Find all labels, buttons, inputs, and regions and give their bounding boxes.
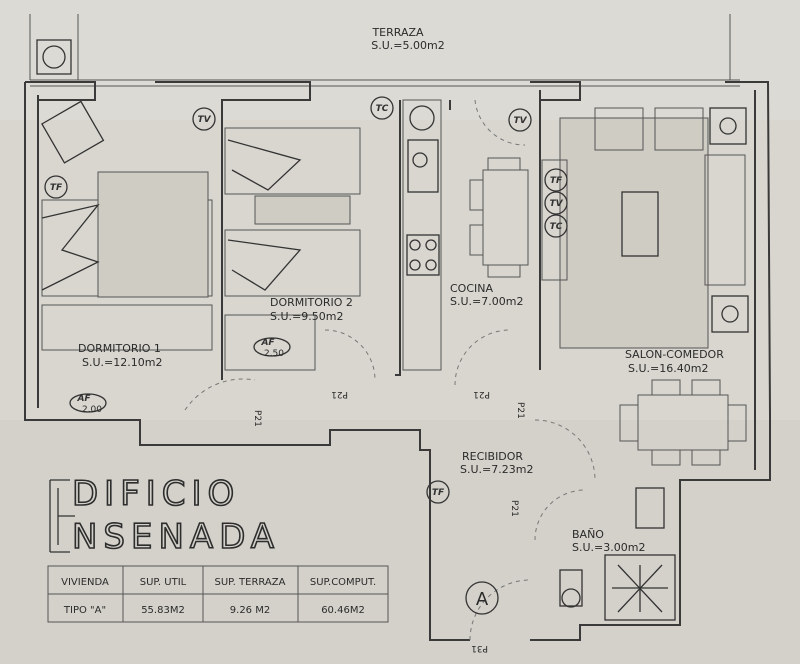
- tv-cabinet: [541, 159, 568, 281]
- armchair: [41, 100, 105, 164]
- tv-outlet-icon: TV: [192, 107, 216, 131]
- bano-label: BAÑO: [572, 528, 604, 541]
- door-code: P21: [252, 410, 262, 427]
- wardrobe-1: [41, 304, 213, 351]
- shower: [604, 554, 676, 621]
- svg-text:AF: AF: [260, 338, 275, 348]
- wardrobe-af2: AF 2.50: [253, 337, 291, 359]
- table-cell: 60.46M2: [321, 605, 365, 616]
- entry-door-code: P31: [471, 643, 488, 653]
- recibidor-area: S.U.=7.23m2: [460, 463, 533, 476]
- dormitorio1-label: DORMITORIO 1: [78, 342, 161, 355]
- kitchen-counter: [402, 99, 442, 371]
- twin-beds: [224, 127, 361, 297]
- svg-text:TC: TC: [550, 222, 563, 232]
- toilet: [559, 569, 583, 607]
- tv-outlet-icon: TV: [508, 108, 532, 132]
- wardrobe-2: [224, 314, 316, 371]
- entry-marker: A: [465, 581, 499, 615]
- table-header: SUP.COMPUT.: [310, 577, 376, 588]
- washbasin: [635, 487, 665, 529]
- dining-table: [619, 379, 747, 466]
- tf-outlet-icon: TF: [426, 480, 450, 504]
- building-title: DIFICIO NSENADA: [49, 473, 280, 558]
- surface-table: VIVIENDA SUP. UTIL SUP. TERRAZA SUP.COMP…: [47, 565, 389, 623]
- kitchen-table: [469, 157, 529, 278]
- door-swings: [184, 99, 596, 641]
- svg-text:A: A: [476, 589, 489, 610]
- terraza-label: TERRAZA: [371, 26, 424, 39]
- tf-outlet-icon: TF: [544, 168, 568, 192]
- cocina-area: S.U.=7.00m2: [450, 295, 523, 308]
- svg-text:2.00: 2.00: [82, 405, 102, 415]
- door-code: P21: [473, 389, 490, 399]
- svg-text:TV: TV: [197, 115, 211, 125]
- svg-text:TF: TF: [550, 176, 563, 186]
- dormitorio2-area: S.U.=9.50m2: [270, 310, 343, 323]
- terraza-area: S.U.=5.00m2: [371, 39, 444, 52]
- salon-area: S.U.=16.40m2: [628, 362, 708, 375]
- outdoor-ac-unit: [36, 39, 72, 75]
- table-cell: 9.26 M2: [230, 605, 270, 616]
- door-code: P21: [331, 389, 348, 399]
- paper-shade-bottom: [0, 420, 800, 664]
- svg-text:TV: TV: [513, 116, 527, 126]
- svg-text:TF: TF: [432, 488, 445, 498]
- svg-text:TV: TV: [549, 199, 563, 209]
- building-title-line2: NSENADA: [72, 517, 280, 557]
- table-header: VIVIENDA: [61, 577, 109, 588]
- table-header: SUP. TERRAZA: [215, 577, 286, 588]
- tc-outlet-icon: TC: [370, 96, 394, 120]
- tv-outlet-icon: TV: [544, 191, 568, 215]
- salon-label: SALON-COMEDOR: [625, 348, 724, 361]
- sofa: [594, 107, 749, 333]
- bano-area: S.U.=3.00m2: [572, 541, 645, 554]
- bed-double: [41, 171, 213, 298]
- svg-text:AF: AF: [76, 394, 91, 404]
- door-code: P21: [515, 402, 525, 419]
- dormitorio2-label: DORMITORIO 2: [270, 296, 353, 309]
- terrace: [29, 14, 740, 87]
- bathroom-fixtures: [559, 487, 676, 621]
- wardrobe-af1: AF 2.00: [69, 393, 107, 415]
- tf-outlet-icon: TF: [44, 175, 68, 199]
- table-header: SUP. UTIL: [140, 577, 187, 588]
- exterior-walls: [24, 81, 771, 641]
- svg-text:TC: TC: [376, 104, 389, 114]
- building-title-line1: DIFICIO: [72, 474, 240, 514]
- coffee-table: [621, 191, 659, 257]
- cocina-label: COCINA: [450, 282, 493, 295]
- table-cell: 55.83M2: [141, 605, 185, 616]
- table-cell: TIPO "A": [63, 605, 106, 616]
- svg-text:TF: TF: [50, 183, 63, 193]
- tc-outlet-icon: TC: [544, 214, 568, 238]
- door-code: P21: [509, 500, 519, 517]
- dormitorio1-area: S.U.=12.10m2: [82, 356, 162, 369]
- svg-text:2.50: 2.50: [264, 349, 284, 359]
- recibidor-label: RECIBIDOR: [462, 450, 523, 463]
